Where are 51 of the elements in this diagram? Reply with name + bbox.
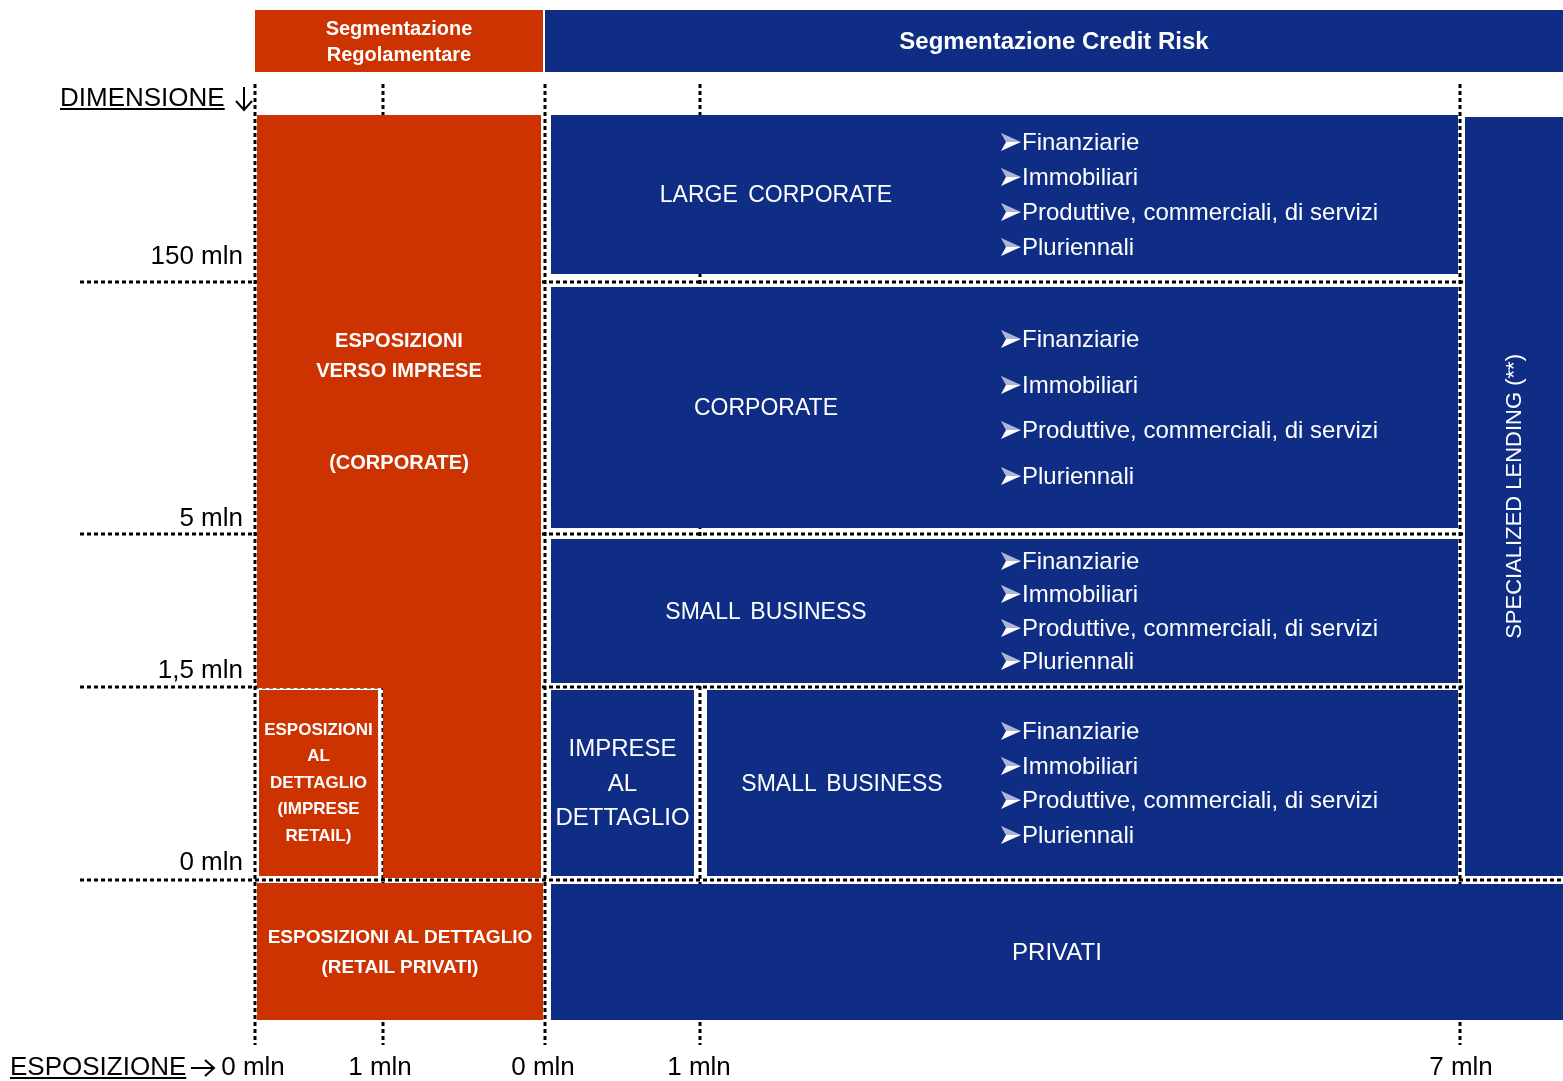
bullet-item: Immobiliari xyxy=(1022,370,1138,399)
segment-box xyxy=(551,690,694,876)
axis-label: 1 mln xyxy=(667,1051,731,1081)
bullet-item: Immobiliari xyxy=(1022,163,1138,191)
axis-label: 150 mln xyxy=(149,240,243,271)
bullet-item: Produttive, commerciali, di servizi xyxy=(1022,198,1379,226)
segment-box xyxy=(551,539,1458,683)
axis-label: 0 mln xyxy=(221,1051,285,1081)
segment-box xyxy=(551,884,1563,1020)
segment-label: SPECIALIZED LENDING (**) xyxy=(1501,354,1527,639)
bullet-item: Immobiliari xyxy=(1022,751,1138,780)
segment-box xyxy=(551,115,1458,274)
bullet-item: Finanziarie xyxy=(1022,716,1140,745)
axis-label: 5 mln xyxy=(178,502,243,533)
header-bar xyxy=(255,10,543,72)
axis-label: 1 mln xyxy=(348,1051,412,1081)
axis-label: 0 mln xyxy=(178,846,243,877)
bullet-item: Immobiliari xyxy=(1022,580,1138,609)
segment-box xyxy=(259,690,378,876)
segment-label: ESPOSIZIONI AL DETTAGLIO (IMPRESE RETAIL) xyxy=(263,719,374,847)
header-text: Segmentazione Credit Risk xyxy=(898,26,1210,57)
bullet-item: Pluriennali xyxy=(1022,647,1135,676)
segment-label: SMALL BUSINESS xyxy=(740,769,944,797)
bullet-item: Pluriennali xyxy=(1022,462,1135,491)
segment-label: CORPORATE xyxy=(693,394,839,421)
bullet-item: Produttive, commerciali, di servizi xyxy=(1022,613,1379,642)
segment-box xyxy=(551,287,1458,528)
segment-label: SMALL BUSINESS xyxy=(664,597,868,625)
bullet-item: Pluriennali xyxy=(1022,233,1135,261)
segment-box xyxy=(707,690,1458,876)
bullet-item: Finanziarie xyxy=(1022,128,1140,156)
axis-label: ESPOSIZIONE xyxy=(10,1051,187,1081)
bullet-item: Pluriennali xyxy=(1022,821,1135,850)
segment-label: IMPRESE AL DETTAGLIO xyxy=(554,732,691,833)
header-bar xyxy=(545,10,1563,72)
segment-label: PRIVATI xyxy=(1011,936,1103,967)
segment-label: LARGE CORPORATE xyxy=(658,181,894,208)
segment-box xyxy=(1465,117,1563,876)
segment-box xyxy=(257,883,543,1020)
bullet-item: Finanziarie xyxy=(1022,546,1140,575)
segment-label: (CORPORATE) xyxy=(328,450,470,475)
axis-label: DIMENSIONE xyxy=(60,82,225,113)
bullet-item: Produttive, commerciali, di servizi xyxy=(1022,416,1379,445)
axis-label: 7 mln xyxy=(1429,1051,1493,1081)
axis-label: 0 mln xyxy=(511,1051,575,1081)
axis-label: 1,5 mln xyxy=(156,654,243,685)
header-text: Segmentazione Regolamentare xyxy=(324,16,474,67)
bullet-item: Produttive, commerciali, di servizi xyxy=(1022,786,1379,815)
segment-label: ESPOSIZIONI AL DETTAGLIO (RETAIL PRIVATI) xyxy=(266,925,534,979)
bullet-item: Finanziarie xyxy=(1022,324,1140,353)
segment-label: ESPOSIZIONI VERSO IMPRESE xyxy=(315,328,483,383)
